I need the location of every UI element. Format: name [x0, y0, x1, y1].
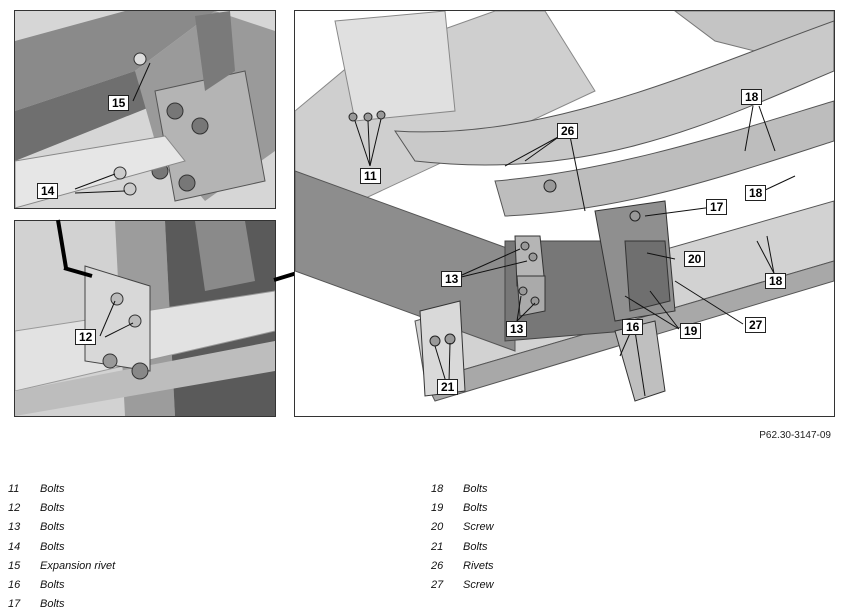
legend-item: 15 Expansion rivet	[8, 556, 115, 575]
legend-item: 13 Bolts	[8, 518, 115, 537]
legend-number: 26	[431, 559, 444, 572]
legend-item: 18 Bolts	[431, 479, 494, 498]
legend-item: 14 Bolts	[8, 537, 115, 556]
legend-item: 27 Screw	[431, 575, 494, 594]
legend-number: 20	[431, 521, 444, 534]
legend-description: Bolts	[40, 521, 65, 534]
legend-item: 21 Bolts	[431, 537, 494, 556]
callout-18-c: 18	[765, 273, 787, 289]
callout-19: 19	[680, 323, 702, 339]
detail-view-bottom: 12	[14, 220, 276, 417]
legend-description: Bolts	[463, 501, 488, 514]
legend-item: 26 Rivets	[431, 556, 494, 575]
callout-26: 26	[557, 123, 579, 139]
callout-14: 14	[37, 183, 59, 199]
callout-15: 15	[108, 95, 130, 111]
legend-description: Screw	[463, 579, 494, 592]
legend-number: 17	[8, 598, 21, 611]
callout-17: 17	[706, 199, 728, 215]
legend-description: Bolts	[40, 482, 65, 495]
callout-11: 11	[360, 168, 381, 184]
legend-description: Bolts	[463, 540, 488, 553]
legend-description: Rivets	[463, 559, 494, 572]
callout-18-a: 18	[741, 89, 763, 105]
legend-number: 11	[8, 482, 20, 495]
legend-description: Screw	[463, 521, 494, 534]
callout-20: 20	[684, 251, 706, 267]
legend-item: 19 Bolts	[431, 498, 494, 517]
legend-number: 14	[8, 540, 21, 553]
legend-item: 17 Bolts	[8, 595, 115, 614]
legend-number: 15	[8, 559, 21, 572]
legend-description: Bolts	[40, 598, 65, 611]
detail-view-top: 15 14	[14, 10, 276, 209]
figure-code: P62.30-3147-09	[759, 430, 831, 441]
legend-number: 18	[431, 482, 444, 495]
main-view: 11 26 18 18 18 17 20 13 13 27 19 16 21	[294, 10, 835, 417]
callout-18-b: 18	[745, 185, 767, 201]
main-illustration	[295, 11, 834, 416]
detail-top-illustration	[15, 11, 275, 208]
legend-item: 11 Bolts	[8, 479, 115, 498]
legend-description: Bolts	[40, 579, 65, 592]
callout-12: 12	[75, 329, 97, 345]
callout-16: 16	[622, 319, 644, 335]
legend-number: 27	[431, 579, 444, 592]
legend-number: 12	[8, 501, 21, 514]
legend-number: 13	[8, 521, 21, 534]
callout-27: 27	[745, 317, 767, 333]
legend-item: 12 Bolts	[8, 498, 115, 517]
legend-number: 16	[8, 579, 21, 592]
callout-13-a: 13	[441, 271, 463, 287]
legend-description: Bolts	[463, 482, 488, 495]
legend-number: 21	[431, 540, 444, 553]
legend-number: 19	[431, 501, 444, 514]
callout-21: 21	[437, 379, 459, 395]
legend-description: Bolts	[40, 540, 65, 553]
legend-item: 20 Screw	[431, 518, 494, 537]
legend-item: 16 Bolts	[8, 575, 115, 594]
detail-bottom-illustration	[15, 221, 275, 416]
legend-description: Expansion rivet	[40, 559, 116, 572]
callout-13-b: 13	[506, 321, 528, 337]
legend-description: Bolts	[40, 501, 65, 514]
